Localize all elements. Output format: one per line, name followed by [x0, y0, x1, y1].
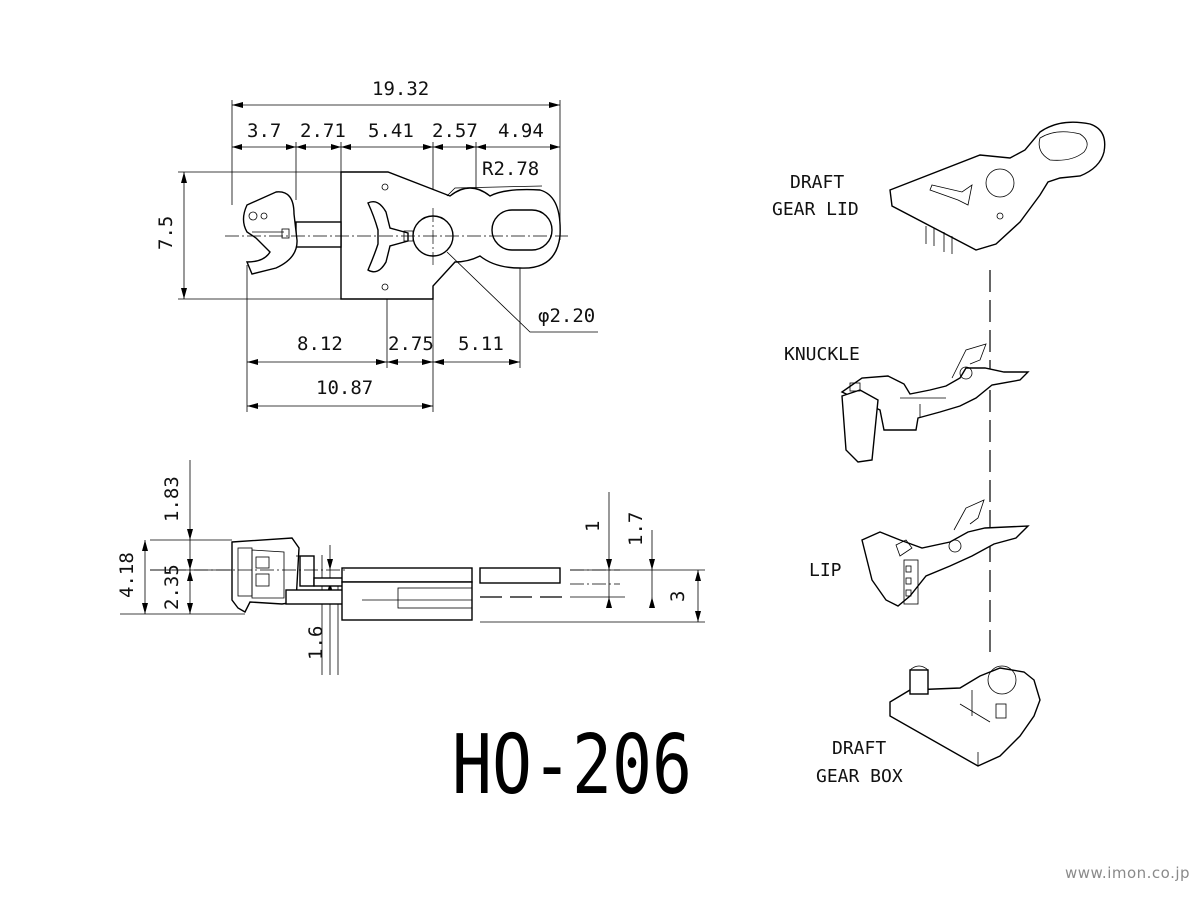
dim-bottom-total: 10.87 [316, 377, 373, 399]
dim-height: 7.5 [155, 216, 177, 250]
dimension-labels: 19.32 3.7 2.71 5.41 2.57 4.94 R2.78 7.5 … [116, 78, 689, 660]
dim-bottom-1: 8.12 [297, 333, 343, 355]
part-label-lid-line2: GEAR LID [772, 199, 859, 220]
dim-box-height: 3 [667, 591, 689, 602]
dim-segment-2: 2.71 [300, 120, 346, 142]
exploded-parts [840, 121, 1106, 767]
part-label-box-line2: GEAR BOX [816, 766, 903, 787]
dim-segment-5: 4.94 [498, 120, 544, 142]
dim-segment-3: 5.41 [368, 120, 414, 142]
part-label-knuckle: KNUCKLE [784, 344, 860, 365]
part-label-lid-line1: DRAFT [790, 172, 844, 193]
dim-gap-1: 1 [582, 521, 604, 532]
part-label-box-line1: DRAFT [832, 738, 886, 759]
dim-bottom-3: 5.11 [458, 333, 504, 355]
draft-gear-lid-drawing [889, 121, 1106, 254]
dim-segment-4: 2.57 [432, 120, 478, 142]
dim-gap-2: 1.7 [625, 512, 647, 546]
dim-diameter: φ2.20 [538, 305, 595, 327]
website-url: www.imon.co.jp [1065, 864, 1190, 882]
dim-overall-length: 19.32 [372, 78, 429, 100]
dim-radius: R2.78 [482, 158, 539, 180]
knuckle-drawing [840, 343, 1030, 463]
dim-head-height: 2.35 [161, 564, 183, 610]
lip-drawing [861, 499, 1030, 607]
part-label-lip: LIP [809, 560, 842, 581]
dim-shank-offset: 1.6 [305, 626, 327, 660]
side-view [120, 460, 705, 675]
dim-segment-1: 3.7 [247, 120, 281, 142]
part-labels: DRAFT GEAR LID KNUCKLE LIP DRAFT GEAR BO… [772, 172, 903, 787]
model-title: HO-206 [452, 718, 692, 813]
top-view [178, 100, 598, 412]
dim-top-offset: 1.83 [161, 476, 183, 522]
dim-overall-height: 4.18 [116, 552, 138, 598]
dim-bottom-2: 2.75 [388, 333, 434, 355]
draft-gear-box-drawing [889, 665, 1041, 767]
